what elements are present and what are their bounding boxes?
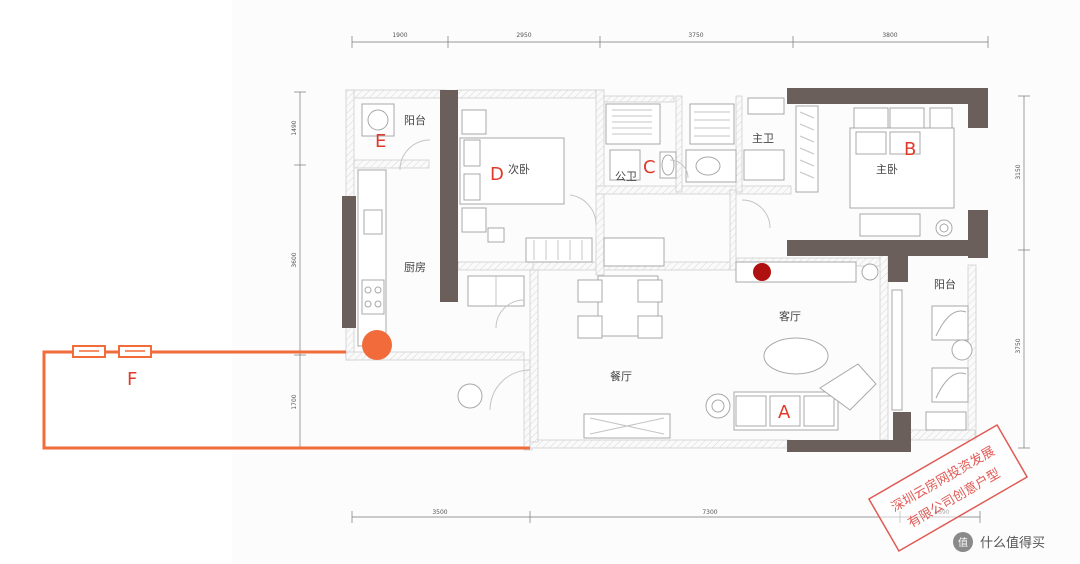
dim-top-4: 3800 (882, 32, 897, 39)
room-label-public-bath: 公卫 (615, 170, 637, 183)
room-label-second-bedroom: 次卧 (508, 162, 530, 176)
dim-right-1: 3150 (1015, 164, 1022, 179)
marker-f: F (127, 369, 137, 390)
marker-a: A (778, 402, 791, 423)
dim-top-2: 2950 (516, 32, 531, 39)
dim-right-2: 3750 (1015, 338, 1022, 353)
marker-d: D (490, 164, 504, 185)
dim-top-1: 1900 (392, 32, 407, 39)
orange-pipe (42, 345, 530, 450)
room-label-balcony-left: 阳台 (404, 113, 426, 127)
dim-left-3: 1700 (291, 394, 298, 409)
structural-walls (342, 88, 988, 452)
dim-top-3: 3750 (688, 32, 703, 39)
dim-left-2: 3600 (291, 252, 298, 267)
room-label-kitchen: 厨房 (404, 261, 426, 274)
left-dimensions: 1490 3600 1700 (291, 91, 306, 449)
marker-e: E (375, 131, 386, 152)
room-label-master-bath: 主卫 (752, 132, 774, 145)
watermark-text: 什么值得买 (980, 535, 1045, 551)
watermark-logo-icon (953, 532, 973, 552)
marker-c: C (643, 157, 656, 178)
dim-bottom-1: 3500 (432, 509, 447, 516)
watermark: 值 什么值得买 (953, 532, 1045, 552)
dim-left-1: 1490 (291, 120, 298, 135)
top-dimensions: 1900 2950 3750 3800 (351, 32, 989, 48)
room-label-dining-room: 餐厅 (610, 369, 632, 383)
room-label-balcony-right: 阳台 (934, 277, 956, 291)
right-dimensions: 3150 3750 (1015, 95, 1030, 449)
door-swings (399, 139, 771, 411)
room-label-living-room: 客厅 (779, 309, 801, 323)
dim-bottom-2: 7300 (702, 509, 717, 516)
room-label-master-bedroom: 主卧 (876, 163, 898, 176)
marker-b: B (904, 139, 916, 160)
red-point-marker (753, 263, 771, 281)
watermark-logo-glyph: 值 (958, 536, 968, 549)
fixtures (357, 97, 973, 439)
orange-point-marker (362, 330, 392, 360)
